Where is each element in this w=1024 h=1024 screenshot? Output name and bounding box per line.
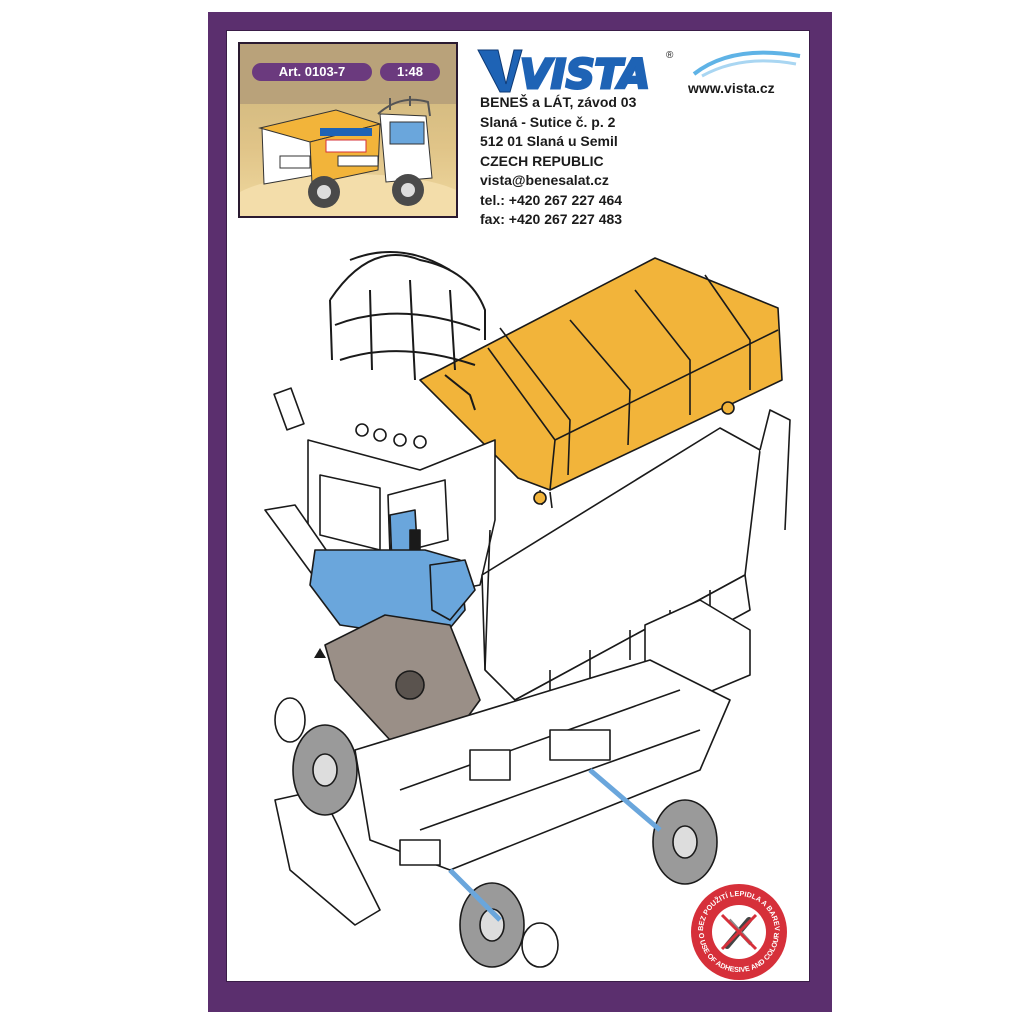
logo-wordmark-fill: VISTA	[520, 52, 650, 98]
registered-mark: ®	[666, 50, 674, 61]
no-adhesive-badge: BEZ POUŽITÍ LEPIDLA A BAREV NO USE OF AD…	[689, 882, 787, 980]
swoosh-icon	[692, 50, 801, 78]
address-line-street: Slaná - Sutice č. p. 2	[480, 113, 616, 130]
address-line-company: BENEŠ a LÁT, závod 03	[480, 94, 637, 110]
roll-cage	[329, 251, 486, 411]
address-line-city: 512 01 Slaná u Semil	[480, 133, 618, 149]
address-line-country: CZECH REPUBLIC	[480, 152, 604, 169]
model-photo	[238, 42, 458, 218]
logo-wordmark: VISTA	[520, 52, 650, 98]
chassis-frame	[354, 659, 731, 871]
arrow-marker	[314, 648, 326, 658]
company-address: BENEŠ a LÁT, závod 03 Slaná - Sutice č. …	[480, 93, 636, 230]
article-number-badge: Art. 0103-7	[252, 63, 372, 81]
address-line-phone: tel.: +420 267 227 464	[480, 191, 623, 208]
cab-floor-part	[309, 549, 476, 641]
truck-photo-illustration	[240, 44, 456, 216]
tarpaulin-cover	[419, 257, 783, 509]
vista-logo: VISTA VISTA ®	[477, 49, 674, 98]
cab-interior-part	[324, 614, 481, 756]
address-line-fax: fax: +420 267 227 483	[480, 211, 623, 227]
address-line-email[interactable]: vista@benesalat.cz	[480, 172, 609, 188]
wheels	[274, 697, 718, 968]
scale-badge: 1:48	[380, 63, 440, 81]
exploded-assembly-drawing	[264, 251, 791, 968]
website-url[interactable]: www.vista.cz	[688, 80, 775, 96]
